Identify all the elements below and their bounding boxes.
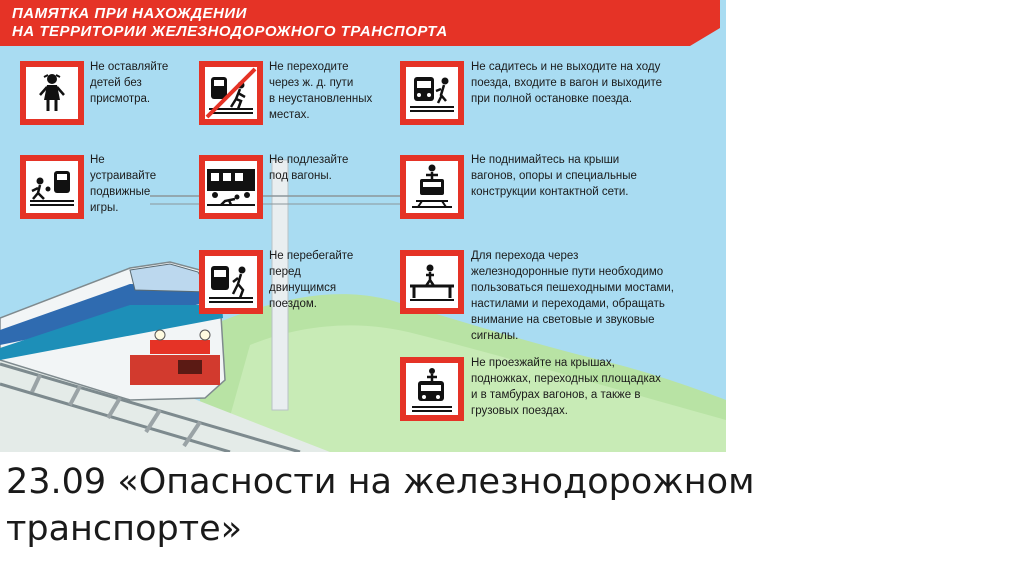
rule-text: Не перебегайте перед двинущимся поездом. [269, 250, 354, 310]
slide-title-line2: транспорте» [6, 509, 243, 549]
catenary-pole [271, 159, 289, 411]
rule-text: Для перехода через железнодоронные пути … [471, 250, 674, 342]
sign-no-climbing-roofs [400, 155, 464, 219]
rule-text: Не оставляйте детей без присмотра. [90, 61, 169, 105]
electric-train [0, 261, 226, 401]
header-banner [0, 0, 720, 46]
poster-background [0, 0, 726, 452]
safety-poster: ПАМЯТКА ПРИ НАХОЖДЕНИИ НА ТЕРРИТОРИИ ЖЕЛ… [0, 0, 726, 452]
crossing-tracks-prohibited-icon [205, 67, 257, 119]
crawling-under-wagons-icon [207, 169, 255, 206]
rule-text: Не переходите через ж. д. пути в неустан… [269, 61, 373, 121]
rule-text: Не подлезайте под вагоны. [269, 154, 349, 182]
slide-title-line1: 23.09 «Опасности на железнодорожном [6, 462, 755, 502]
poster-title-line2: НА ТЕРРИТОРИИ ЖЕЛЕЗНОДОРОЖНОГО ТРАНСПОРТ… [12, 23, 448, 40]
sign-no-crawling-under-wagons [199, 155, 263, 219]
railway-tracks [0, 362, 301, 452]
child-icon [39, 74, 65, 111]
sign-no-running-before-train [199, 250, 263, 314]
sign-no-crossing-tracks [199, 61, 263, 125]
sign-no-games-near-tracks [20, 155, 84, 219]
playing-near-tracks-icon [30, 171, 74, 206]
running-before-train-icon [209, 266, 253, 303]
sign-no-boarding-moving-train [400, 61, 464, 125]
riding-on-roof-icon [412, 368, 452, 412]
railway-sleepers [30, 374, 202, 448]
rule-text: Не садитесь и не выходите на ходу поезда… [471, 61, 663, 105]
rule-text: Не проезжайте на крышах, подножках, пере… [471, 357, 661, 417]
rule-text: Не поднимайтесь на крыши вагонов, опоры … [471, 154, 637, 198]
climbing-wagon-roof-icon [412, 164, 452, 208]
hill-foreground [220, 325, 726, 452]
rule-text: Не устраивайте подвижные игры. [90, 154, 157, 214]
sign-no-unattended-children [20, 61, 84, 125]
moving-train-boarding-icon [410, 77, 454, 112]
sign-use-pedestrian-crossings [400, 250, 464, 314]
pedestrian-bridge-icon [410, 264, 454, 301]
sign-no-riding-on-roofs [400, 357, 464, 421]
poster-title-line1: ПАМЯТКА ПРИ НАХОЖДЕНИИ [12, 5, 247, 22]
